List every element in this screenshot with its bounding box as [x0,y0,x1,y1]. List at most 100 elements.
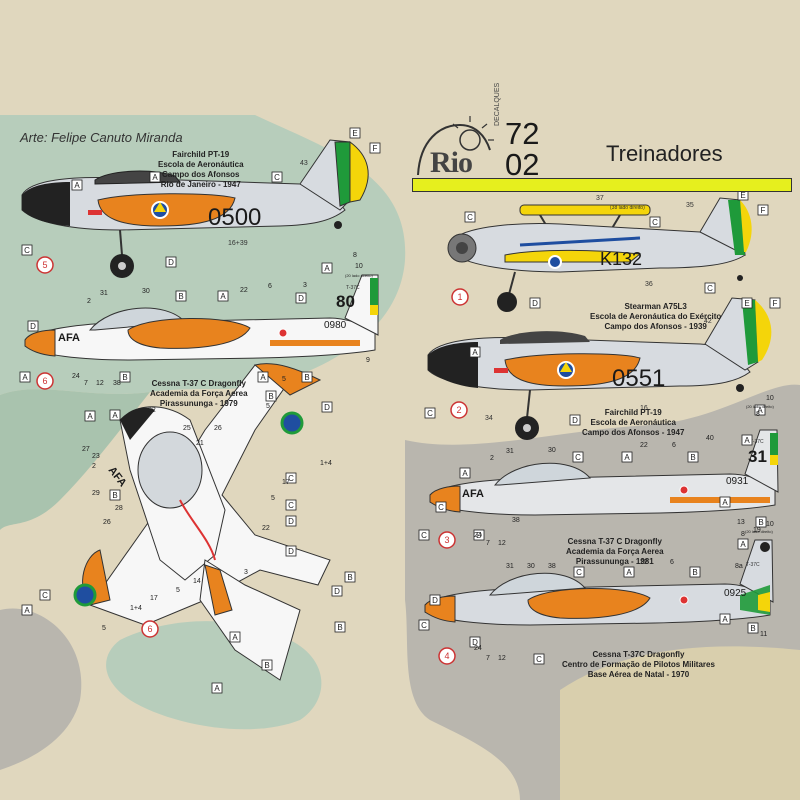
svg-text:B: B [337,623,342,632]
svg-text:C: C [427,409,433,418]
callout-c: C [649,216,661,228]
callout-b: B [344,571,356,583]
callout-b: B [261,659,273,671]
callout-d: D [321,401,333,413]
callout-b: B [334,621,346,633]
callout-a: A [149,171,161,183]
svg-text:A: A [220,292,226,301]
callout-number: 8 [756,411,760,418]
callout-number: 1+4 [130,605,142,612]
artist-credit: Arte: Felipe Canuto Miranda [20,130,183,145]
callout-c: C [573,566,585,578]
logo-emblem [417,116,494,176]
svg-text:E: E [744,299,749,308]
callout-d: D [165,256,177,268]
callout-c: C [464,211,476,223]
callout-note: (20 lado direito) [746,404,774,409]
callout-a: A [21,604,33,616]
svg-text:B: B [178,292,183,301]
svg-text:T-37C: T-37C [346,285,360,291]
callout-a: A [109,409,121,421]
aircraft-t37-3: 31 0931 T-37C AFA [429,429,779,516]
svg-text:D: D [476,531,482,540]
callout-b: B [747,622,759,634]
t37-3-code: 31 [748,447,767,466]
svg-text:A: A [324,264,330,273]
callout-a: A [741,434,753,446]
svg-text:16: 16 [640,405,648,412]
caption-t37-6: Cessna T-37 C Dragonfly Academia da Forç… [150,379,248,408]
callout-number: 12 [498,655,506,662]
svg-text:A: A [112,411,118,420]
pt19-5-serial: 0500 [208,204,261,231]
callout-c: C [21,244,33,256]
svg-text:AFA: AFA [58,332,80,344]
callout-number: 12 [498,540,506,547]
callout-number: 7 [486,655,490,662]
callout-c: C [418,619,430,631]
callout-b: B [265,390,277,402]
callout-c: C [39,589,51,601]
callout-number: 3 [244,569,248,576]
svg-text:A: A [722,498,728,507]
callout-b: B [119,371,131,383]
svg-text:C: C [24,246,30,255]
svg-text:D: D [432,596,438,605]
callout-number: 11 [760,631,767,638]
svg-text:B: B [690,453,695,462]
svg-text:A: A [74,181,80,190]
callout-d: D [285,545,297,557]
callout-number: 5 [266,403,270,410]
sheet-code-top: 72 [505,116,540,151]
svg-text:4: 4 [444,651,449,661]
svg-text:C: C [288,501,294,510]
aircraft-pt19-2: 0551 42 34 16 [427,297,772,440]
callout-number: 27 [82,446,90,453]
aircraft-t37-6-plan: AFA [73,363,331,681]
callout-a: A [719,613,731,625]
callout-number: 12 [96,380,104,387]
callout-f: F [769,297,781,309]
callout-number: 8 [353,252,357,259]
svg-text:(38 lado direito): (38 lado direito) [610,205,645,211]
callout-number: 8 [741,531,745,538]
callout-a: A [719,496,731,508]
svg-text:D: D [298,294,304,303]
logo-brand: Rio [430,146,473,179]
callout-b: B [755,516,767,528]
svg-text:C: C [274,173,280,182]
svg-text:A: A [260,373,266,382]
callout-b: B [109,489,121,501]
svg-text:AFA: AFA [462,488,484,500]
callout-d: D [529,297,541,309]
svg-text:B: B [268,392,273,401]
callout-number: 31 [506,563,514,570]
callout-number: 10 [766,395,774,402]
svg-text:T-37C: T-37C [750,439,764,445]
callout-a: A [623,566,635,578]
title-bar [412,178,792,192]
svg-text:C: C [707,284,713,293]
aircraft-t37-4: 0925 T-37C [424,539,774,626]
svg-text:D: D [288,517,294,526]
callout-a: A [84,410,96,422]
camo-tan-blob [560,646,800,800]
svg-text:16+39: 16+39 [228,240,248,247]
svg-text:B: B [692,568,697,577]
svg-text:C: C [421,531,427,540]
callout-number: 6 [268,283,272,290]
aircraft-t37-6-side: 80 0980 T-37C AFA [24,274,379,361]
svg-text:T-37C: T-37C [746,562,760,568]
callout-b: B [175,290,187,302]
svg-text:1: 1 [457,292,462,302]
svg-text:C: C [42,591,48,600]
callout-number: 24 [474,532,482,539]
callout-c: C [435,501,447,513]
callout-number: 30 [548,447,556,454]
callout-number: 32 [148,407,156,414]
svg-text:42: 42 [704,318,712,325]
callout-note: (20 lado direito) [345,273,373,278]
t37-6-serial: 0980 [324,320,347,331]
callout-number: 9 [366,357,370,364]
